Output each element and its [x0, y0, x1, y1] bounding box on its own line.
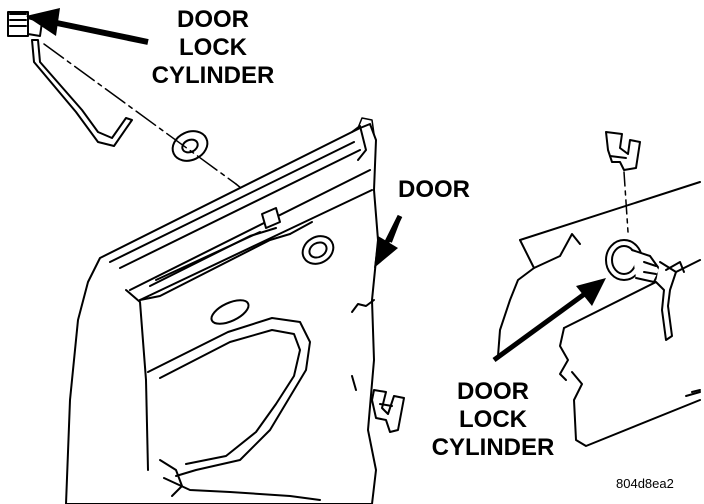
door-panel-right [497, 181, 701, 447]
arrow-top-left [26, 8, 149, 45]
label-line: DOOR [177, 6, 249, 33]
gasket-washer [171, 130, 209, 162]
leader-arrows [26, 8, 606, 363]
label-line: DOOR [398, 176, 470, 203]
label-line: CYLINDER [151, 62, 275, 89]
label-line: DOOR [457, 378, 529, 405]
arrow-door [374, 214, 403, 268]
label-door-lock-cylinder-top: DOOR LOCK CYLINDER [146, 6, 280, 90]
label-line: CYLINDER [431, 434, 555, 461]
retaining-clip-right [605, 131, 641, 171]
lock-cylinder-installed [605, 239, 685, 341]
label-door: DOOR [398, 176, 470, 204]
door-shell [65, 123, 379, 504]
lock-cylinder-detached [7, 11, 133, 147]
label-door-lock-cylinder-bottom: DOOR LOCK CYLINDER [420, 378, 566, 462]
arrow-bottom-right [492, 278, 606, 363]
retaining-clip-lower [371, 389, 405, 433]
label-line: LOCK [179, 34, 247, 61]
alignment-line-right [623, 171, 629, 233]
retaining-clip-upper [357, 117, 375, 135]
figure-code: 804d8ea2 [616, 476, 674, 491]
label-line: LOCK [459, 406, 527, 433]
